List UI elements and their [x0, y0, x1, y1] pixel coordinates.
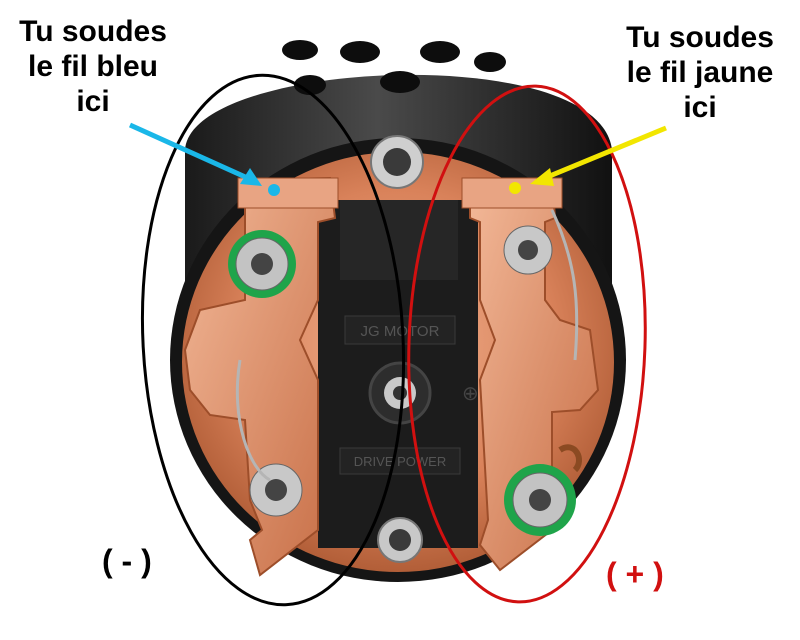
label-line: ici — [76, 85, 110, 118]
label-line: ici — [683, 91, 717, 124]
negative-polarity-label: ( - ) — [102, 543, 152, 579]
bottom-screw — [377, 517, 423, 563]
blue-wire-label: Tu soudes le fil bleu ici — [8, 14, 178, 119]
yellow-wire-label: Tu soudes le fil jaune ici — [612, 20, 788, 125]
positive-polarity-label: ( + ) — [606, 556, 664, 592]
right-brush-plate — [461, 176, 600, 572]
yellow-pointer-arrow — [509, 125, 667, 194]
motor-bottom-text: DRIVE POWER — [354, 454, 446, 469]
positive-ring — [407, 84, 647, 604]
label-line: le fil jaune — [626, 56, 774, 89]
label-line: le fil bleu — [27, 50, 159, 83]
left-brush-plate — [183, 176, 339, 577]
motor-brand-text: JG MOTOR — [361, 323, 440, 340]
negative-ring — [140, 73, 406, 607]
label-line: Tu soudes — [19, 15, 167, 48]
svg-text:⊕: ⊕ — [462, 383, 479, 405]
blue-pointer-arrow — [128, 122, 280, 196]
top-screw — [370, 135, 424, 189]
label-line: Tu soudes — [626, 21, 774, 54]
